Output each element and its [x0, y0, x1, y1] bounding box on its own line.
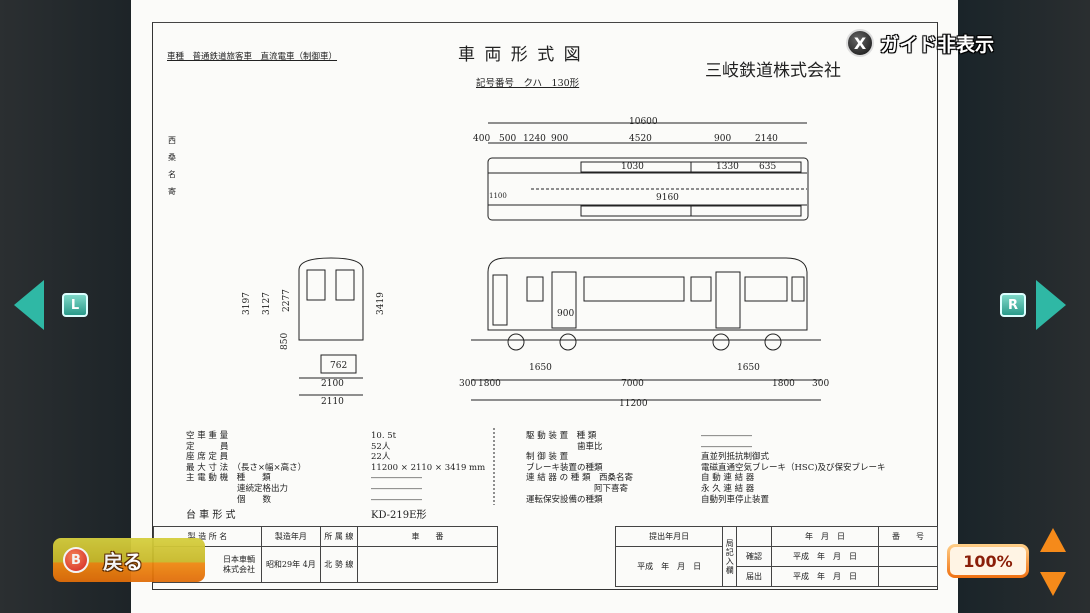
document-page: 車種 普通鉄道旅客車 直流電車（制御車） 車 両 形 式 図 記号番号 クハ 1… — [131, 0, 958, 613]
zoom-in-arrow-icon[interactable] — [1040, 528, 1066, 552]
chevron-right-icon — [1036, 280, 1066, 330]
dim-label: 4520 — [629, 134, 652, 144]
back-button[interactable]: B 戻る — [53, 538, 205, 582]
dim-label: 1800 — [478, 379, 501, 389]
dim-label: 762 — [330, 361, 347, 371]
dim-label: 2277 — [282, 289, 292, 312]
hide-guide-label: ガイド非表示 — [880, 33, 995, 56]
back-label: 戻る — [103, 549, 143, 574]
side-view — [471, 257, 821, 401]
dim-label: 300 — [812, 379, 829, 389]
dim-label: 500 — [499, 134, 516, 144]
dim-label: 850 — [280, 333, 290, 350]
dim-label: 900 — [551, 134, 568, 144]
dim-label: 1650 — [529, 363, 552, 373]
hide-guide-button[interactable]: X ガイド非表示 — [846, 29, 994, 57]
manufacturer-name: 日本車輌株式会社 — [223, 554, 255, 574]
plan-view — [487, 122, 809, 221]
dim-overall-side: 11200 — [619, 399, 648, 409]
l-button-icon: L — [62, 293, 88, 317]
company-name: 三岐鉄道株式会社 — [705, 61, 841, 81]
dim-label: 2110 — [321, 397, 344, 407]
vehicle-type: 車種 普通鉄道旅客車 直流電車（制御車） — [167, 52, 338, 62]
front-view — [298, 257, 364, 396]
dim-label: 1650 — [737, 363, 760, 373]
dim-label: 1330 — [716, 162, 739, 172]
dim-label: 1030 — [621, 162, 644, 172]
direction-label: 西桑名寄 — [168, 136, 176, 196]
dim-label: 635 — [759, 162, 776, 172]
dim-overall-plan: 10600 — [629, 117, 658, 127]
dim-label: 1240 — [523, 134, 546, 144]
dim-label: 300 — [459, 379, 476, 389]
submission-table: 提出年月日局記入欄年 月 日番 号 平成 年 月 日確認平成 年 月 日 届出平… — [614, 526, 938, 587]
dim-label: 1800 — [772, 379, 795, 389]
zoom-level-text: 100% — [950, 547, 1026, 575]
document-title: 車 両 形 式 図 — [458, 45, 583, 65]
dim-label: 3197 — [242, 292, 252, 315]
dim-label: 1100 — [489, 192, 507, 200]
dim-label: 900 — [714, 134, 731, 144]
previous-page-button[interactable]: L — [12, 280, 88, 330]
dim-label: 900 — [557, 309, 574, 319]
dim-label: 3419 — [376, 292, 386, 315]
dim-label: 2140 — [755, 134, 778, 144]
symbol-number: 記号番号 クハ 130形 — [476, 78, 580, 89]
vehicle-drawing: 10600 400 500 1240 900 4520 900 2140 916… — [242, 117, 829, 505]
r-button-icon: R — [1000, 293, 1026, 317]
dim-label: 7000 — [621, 379, 644, 389]
dim-label: 400 — [473, 134, 490, 144]
chevron-left-icon — [14, 280, 44, 330]
x-button-icon: X — [846, 29, 874, 57]
dim-label: 2100 — [321, 379, 344, 389]
dim-label: 9160 — [656, 193, 679, 203]
next-page-button[interactable]: R — [1000, 280, 1066, 330]
b-button-icon: B — [63, 547, 89, 573]
zoom-out-arrow-icon[interactable] — [1040, 572, 1066, 596]
document-frame — [152, 22, 938, 590]
dim-label: 3127 — [262, 292, 272, 315]
specs-right: 駆 動 装 置 種 類―――――― 歯車比―――――― 制 御 装 置直並列抵抗… — [526, 431, 886, 505]
zoom-level: 100% — [947, 544, 1029, 578]
